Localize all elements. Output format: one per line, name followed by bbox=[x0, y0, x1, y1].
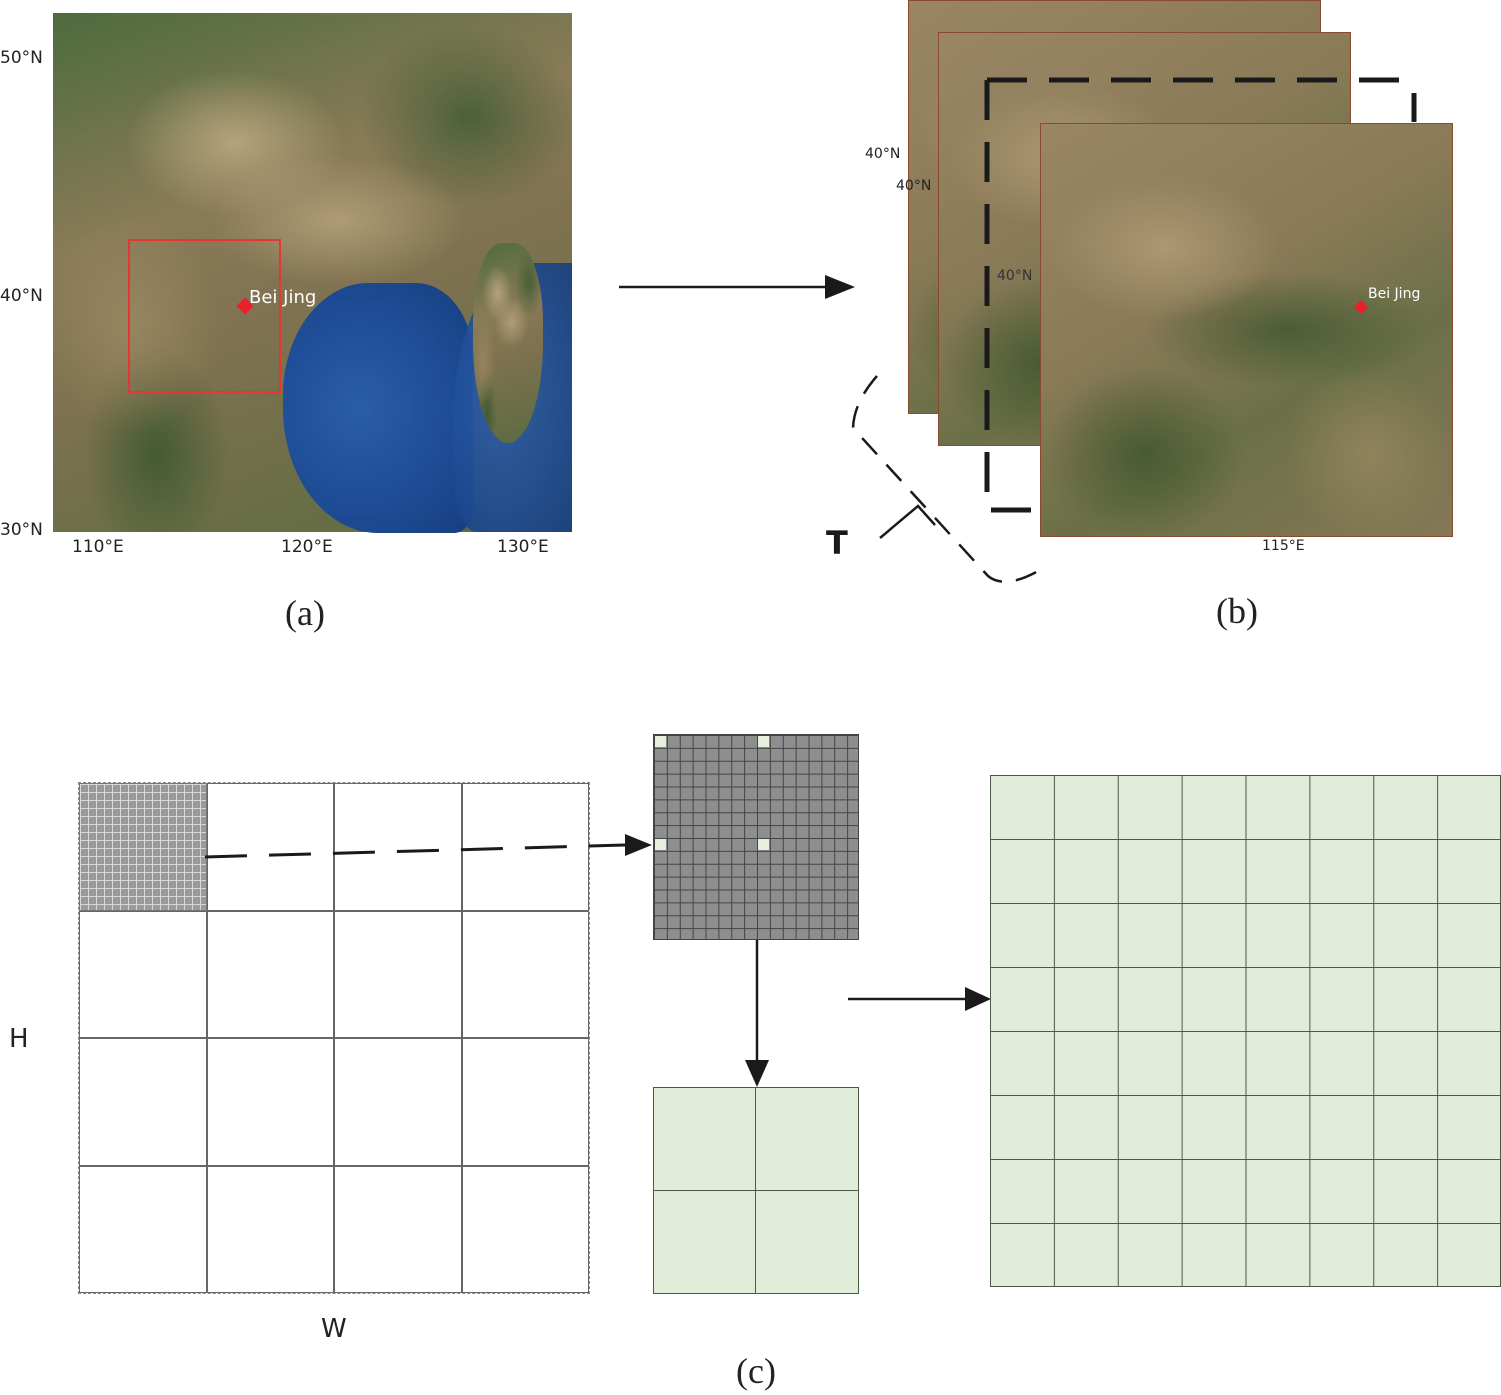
input-cell bbox=[206, 783, 334, 911]
width-label: W bbox=[321, 1314, 347, 1344]
caption-c: (c) bbox=[736, 1351, 776, 1391]
lat-tick-middle: 40°N bbox=[896, 178, 932, 194]
korean-peninsula bbox=[473, 243, 543, 443]
input-cell bbox=[334, 910, 462, 1038]
input-grid bbox=[78, 782, 590, 1294]
input-cell bbox=[461, 1165, 589, 1293]
sampled-cell bbox=[655, 839, 666, 850]
caption-b: (b) bbox=[1216, 591, 1258, 631]
input-cell bbox=[461, 910, 589, 1038]
lat-tick: 30°N bbox=[0, 520, 43, 540]
input-cell bbox=[79, 910, 207, 1038]
lat-tick-front: 40°N bbox=[997, 268, 1033, 284]
sampled-cell bbox=[758, 839, 769, 850]
input-cell bbox=[334, 783, 462, 911]
pooled-cell bbox=[654, 1088, 756, 1191]
output-grid bbox=[990, 775, 1501, 1287]
sampled-cell bbox=[758, 736, 769, 747]
time-stack-dashed-bracket bbox=[851, 77, 1417, 583]
arrow-down-icon bbox=[745, 940, 769, 1087]
lon-tick: 110°E bbox=[72, 537, 124, 557]
bohai-yellow-sea bbox=[283, 283, 473, 533]
height-label: H bbox=[9, 1024, 29, 1054]
input-cell bbox=[206, 1165, 334, 1293]
beijing-label: Bei Jing bbox=[249, 287, 317, 308]
pooled-cell bbox=[756, 1191, 858, 1294]
lon-tick: 130°E bbox=[497, 537, 549, 557]
beijing-label: Bei Jing bbox=[1368, 286, 1421, 302]
lat-tick: 40°N bbox=[0, 286, 43, 306]
input-cell bbox=[206, 1038, 334, 1166]
time-axis-label: T bbox=[826, 524, 848, 562]
arrow-right-icon bbox=[848, 987, 991, 1011]
input-cell bbox=[206, 910, 334, 1038]
input-cell bbox=[461, 1038, 589, 1166]
input-cell bbox=[79, 1165, 207, 1293]
pooled-cell bbox=[756, 1088, 858, 1191]
lat-tick-back: 40°N bbox=[865, 146, 901, 162]
lon-tick: 115°E bbox=[1262, 538, 1305, 554]
lat-tick: 50°N bbox=[0, 48, 43, 68]
beijing-marker-icon bbox=[1353, 299, 1369, 315]
input-cell bbox=[79, 1038, 207, 1166]
sampled-cell bbox=[655, 736, 666, 747]
arrow-right-icon bbox=[619, 275, 855, 299]
input-patch-highlighted bbox=[79, 783, 207, 911]
pooled-patch-grid bbox=[653, 1087, 859, 1294]
time-frame-front: Bei Jing bbox=[1040, 123, 1453, 537]
pooled-cell bbox=[654, 1190, 756, 1293]
input-cell bbox=[334, 1165, 462, 1293]
region-satellite-map: Bei Jing bbox=[53, 13, 572, 533]
input-cell bbox=[461, 783, 589, 911]
lon-tick: 120°E bbox=[281, 537, 333, 557]
dashed-arrow-right-icon bbox=[204, 834, 652, 859]
study-area-box bbox=[128, 239, 281, 393]
caption-a: (a) bbox=[285, 593, 325, 633]
input-cell bbox=[334, 1038, 462, 1166]
patch-zoom-grid bbox=[653, 734, 859, 940]
